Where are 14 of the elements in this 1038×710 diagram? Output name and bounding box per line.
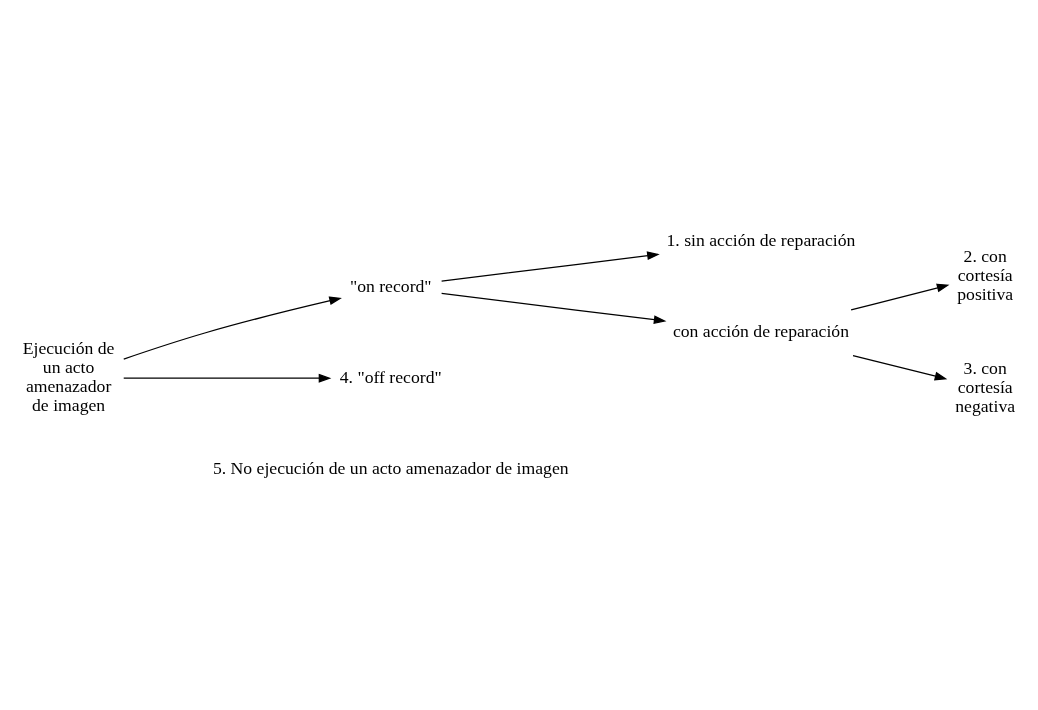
- arrow: [441, 250, 660, 282]
- node-text: 2. con cortesía positiva: [957, 245, 1014, 304]
- node-text: "on record": [349, 275, 432, 296]
- node-text: Ejecución de un acto amenazador de imagen: [22, 337, 115, 415]
- arrow: [123, 296, 342, 360]
- node-text: 1. sin acción de reparación: [666, 229, 856, 250]
- node-text: con acción de reparación: [672, 320, 849, 341]
- arrow: [850, 283, 950, 311]
- node-text: 4. "off record": [339, 366, 442, 387]
- arrow: [123, 373, 332, 383]
- arrow: [441, 292, 667, 324]
- node-text: 3. con cortesía negativa: [955, 357, 1016, 416]
- label: 5. No ejecución de un acto amenazador de imagen: [212, 457, 569, 478]
- arrow: [852, 354, 948, 380]
